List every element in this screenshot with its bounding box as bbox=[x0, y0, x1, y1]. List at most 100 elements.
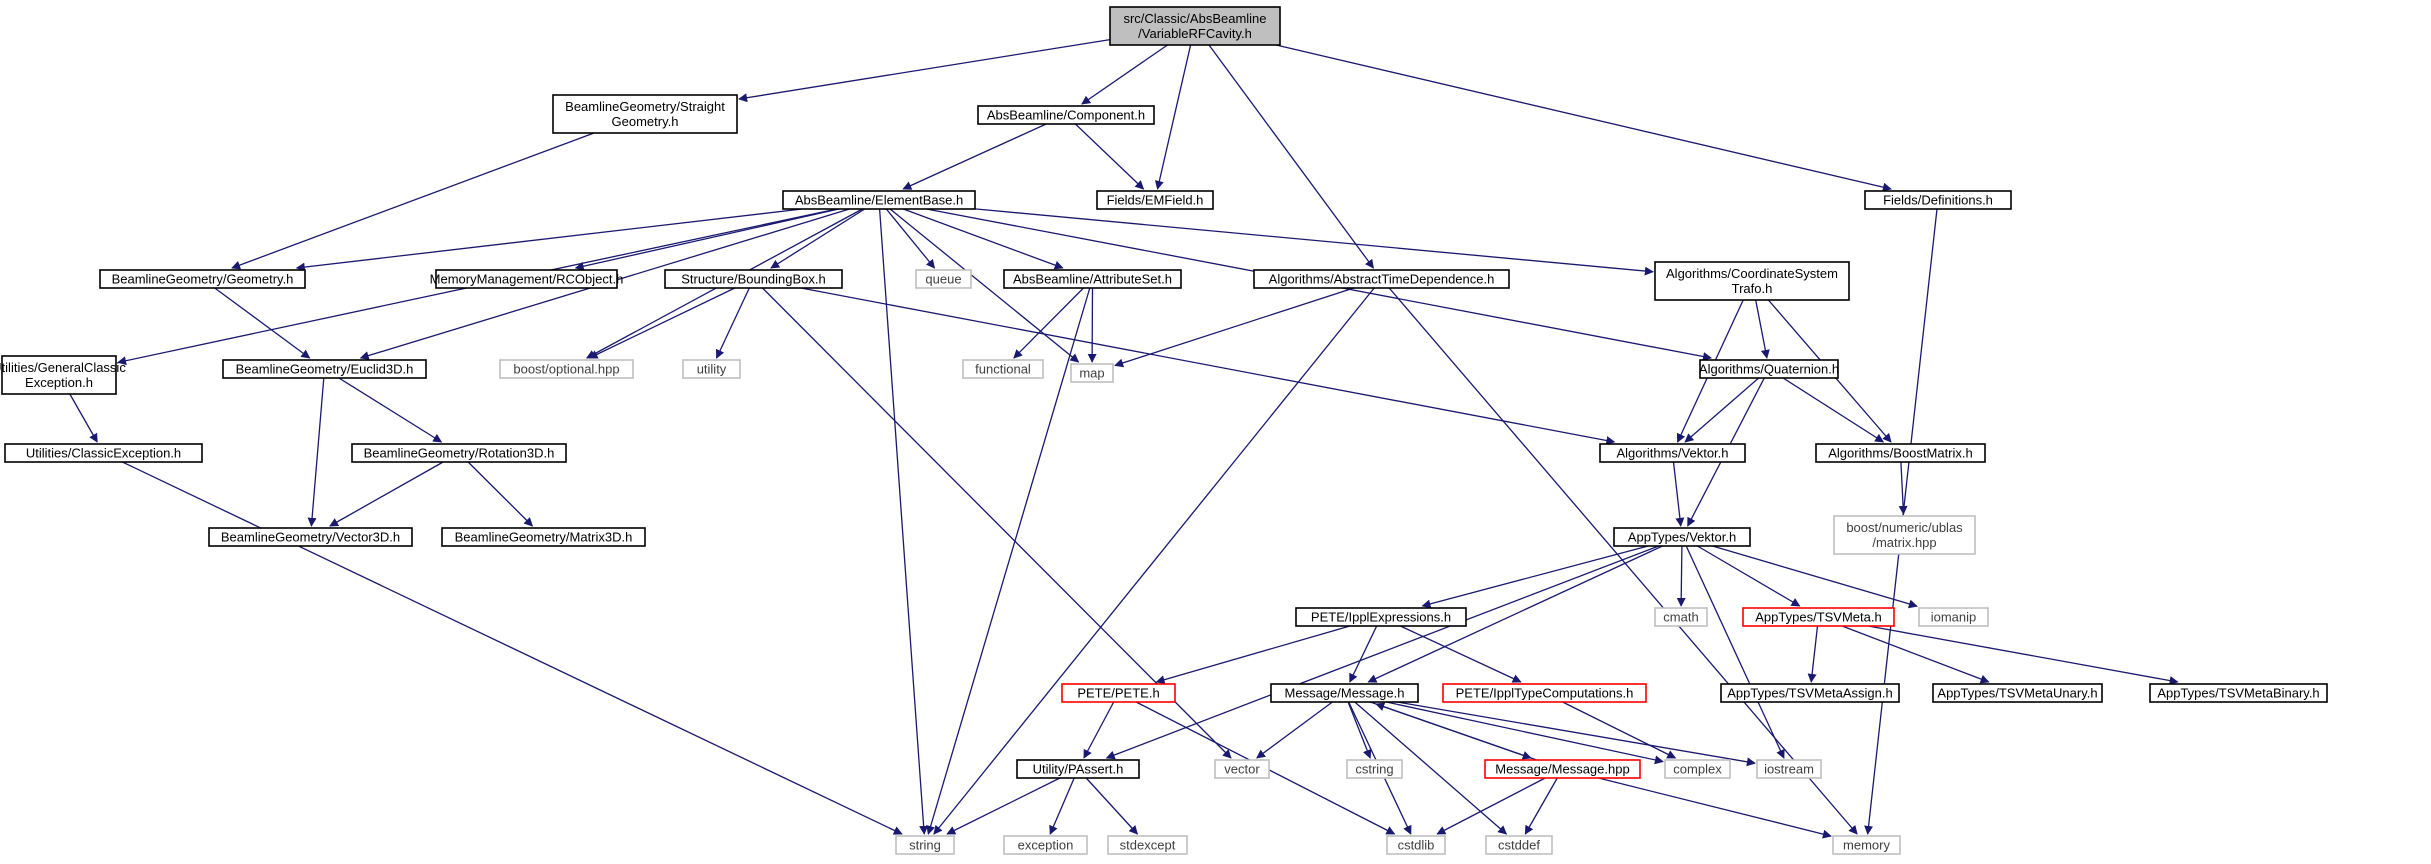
node-label-cstring: cstring bbox=[1355, 762, 1393, 777]
edge-root-to-definitions bbox=[1275, 44, 1892, 192]
node-box-passert bbox=[1016, 759, 1140, 779]
node-box-quaternion bbox=[1699, 359, 1839, 379]
node-box-cstddef bbox=[1485, 835, 1553, 855]
edge-appvektor-to-iostream bbox=[1685, 545, 1785, 759]
node-label-cstddef: cstddef bbox=[1498, 838, 1540, 853]
edge-root-to-straight bbox=[738, 38, 1111, 103]
node-complex: complex bbox=[1664, 759, 1731, 779]
node-rotation[interactable]: BeamlineGeometry/Rotation3D.h bbox=[351, 443, 567, 463]
node-label-algvektor: Algorithms/Vektor.h bbox=[1617, 446, 1729, 461]
node-box-utility bbox=[682, 359, 741, 379]
edge-straight-to-geometry bbox=[231, 132, 595, 270]
node-tsvbinary[interactable]: AppTypes/TSVMetaBinary.h bbox=[2149, 683, 2328, 703]
edge-geometry-to-euclid bbox=[214, 287, 311, 359]
node-utility: utility bbox=[682, 359, 741, 379]
edge-elementbase-to-queue bbox=[885, 208, 936, 269]
node-label-memory: memory bbox=[1843, 838, 1890, 853]
edge-appvektor-to-cmath bbox=[1676, 545, 1686, 607]
node-tsvassign[interactable]: AppTypes/TSVMetaAssign.h bbox=[1720, 683, 1900, 703]
node-label-genclassic: Exception.h bbox=[25, 375, 93, 390]
node-ublas: boost/numeric/ublas/matrix.hpp bbox=[1833, 515, 1976, 555]
edge-classicexc-to-string bbox=[122, 461, 903, 835]
node-box-ipplexpr bbox=[1295, 607, 1467, 627]
node-pete[interactable]: PETE/PETE.h bbox=[1061, 683, 1176, 703]
node-box-matrix3d bbox=[441, 527, 646, 547]
edge-tsvmeta-to-tsvassign bbox=[1807, 625, 1819, 683]
node-elementbase[interactable]: AbsBeamline/ElementBase.h bbox=[782, 190, 976, 210]
node-label-elementbase: AbsBeamline/ElementBase.h bbox=[795, 193, 963, 208]
node-boundingbox[interactable]: Structure/BoundingBox.h bbox=[664, 269, 843, 289]
edge-boundingbox-to-optional bbox=[588, 287, 736, 359]
edge-boundingbox-to-vector bbox=[762, 287, 1232, 759]
edge-appvektor-to-passert bbox=[1105, 545, 1659, 760]
node-message[interactable]: Message/Message.h bbox=[1270, 683, 1419, 703]
edge-passert-to-stdexcept bbox=[1085, 777, 1139, 835]
edge-elementbase-to-attributeset bbox=[903, 208, 1064, 270]
node-box-attributeset bbox=[1003, 269, 1182, 289]
node-label-coordtrafo: Trafo.h bbox=[1732, 281, 1773, 296]
node-attributeset[interactable]: AbsBeamline/AttributeSet.h bbox=[1003, 269, 1182, 289]
edge-abstime-to-string bbox=[933, 287, 1375, 835]
node-root[interactable]: src/Classic/AbsBeamline/VariableRFCavity… bbox=[1109, 6, 1281, 46]
node-box-tsvunary bbox=[1932, 683, 2103, 703]
edge-passert-to-string bbox=[946, 777, 1061, 835]
node-box-tsvassign bbox=[1720, 683, 1900, 703]
edge-algvektor-to-appvektor bbox=[1672, 461, 1685, 527]
node-matrix3d[interactable]: BeamlineGeometry/Matrix3D.h bbox=[441, 527, 646, 547]
node-label-matrix3d: BeamlineGeometry/Matrix3D.h bbox=[455, 530, 633, 545]
node-euclid[interactable]: BeamlineGeometry/Euclid3D.h bbox=[222, 359, 427, 379]
node-box-cstdlib bbox=[1386, 835, 1446, 855]
node-box-string bbox=[895, 835, 955, 855]
node-vector3d[interactable]: BeamlineGeometry/Vector3D.h bbox=[208, 527, 413, 547]
node-quaternion[interactable]: Algorithms/Quaternion.h bbox=[1699, 359, 1839, 379]
node-label-tsvunary: AppTypes/TSVMetaUnary.h bbox=[1937, 686, 2097, 701]
node-emfield[interactable]: Fields/EMField.h bbox=[1096, 190, 1214, 210]
node-messagehpp[interactable]: Message/Message.hpp bbox=[1484, 759, 1641, 779]
edge-component-to-elementbase bbox=[902, 123, 1047, 190]
node-component[interactable]: AbsBeamline/Component.h bbox=[977, 105, 1155, 125]
node-boostmatrix[interactable]: Algorithms/BoostMatrix.h bbox=[1815, 443, 1986, 463]
node-geometry[interactable]: BeamlineGeometry/Geometry.h bbox=[99, 269, 306, 289]
edge-elementbase-to-geometry bbox=[295, 208, 802, 272]
node-definitions[interactable]: Fields/Definitions.h bbox=[1864, 190, 2012, 210]
node-box-ippltype bbox=[1442, 683, 1647, 703]
node-appvektor[interactable]: AppTypes/Vektor.h bbox=[1613, 527, 1751, 547]
node-classicexc[interactable]: Utilities/ClassicException.h bbox=[4, 443, 203, 463]
edge-elementbase-to-map bbox=[889, 208, 1080, 363]
node-label-tsvmeta: AppTypes/TSVMeta.h bbox=[1755, 610, 1881, 625]
edge-attributeset-to-string bbox=[926, 287, 1091, 835]
node-tsvmeta[interactable]: AppTypes/TSVMeta.h bbox=[1742, 607, 1895, 627]
edge-messagehpp-to-memory bbox=[1598, 777, 1832, 839]
edge-pete-to-passert bbox=[1083, 701, 1115, 759]
edge-appvektor-to-message bbox=[1367, 545, 1663, 683]
node-label-appvektor: AppTypes/Vektor.h bbox=[1628, 530, 1736, 545]
node-label-message: Message/Message.h bbox=[1285, 686, 1405, 701]
node-tsvunary[interactable]: AppTypes/TSVMetaUnary.h bbox=[1932, 683, 2103, 703]
node-ippltype[interactable]: PETE/IpplTypeComputations.h bbox=[1442, 683, 1647, 703]
node-box-cstring bbox=[1346, 759, 1403, 779]
node-box-queue bbox=[915, 269, 972, 289]
node-algvektor[interactable]: Algorithms/Vektor.h bbox=[1599, 443, 1746, 463]
node-box-rcobject bbox=[435, 269, 618, 289]
node-label-utility: utility bbox=[697, 362, 727, 377]
edge-ipplexpr-to-message bbox=[1349, 625, 1378, 683]
node-label-geometry: BeamlineGeometry/Geometry.h bbox=[112, 272, 294, 287]
node-cstring: cstring bbox=[1346, 759, 1403, 779]
node-box-classicexc bbox=[4, 443, 203, 463]
node-passert[interactable]: Utility/PAssert.h bbox=[1016, 759, 1140, 779]
node-label-queue: queue bbox=[925, 272, 961, 287]
node-box-optional bbox=[499, 359, 634, 379]
node-rcobject[interactable]: MemoryManagement/RCObject.h bbox=[430, 269, 624, 289]
node-abstime[interactable]: Algorithms/AbstractTimeDependence.h bbox=[1253, 269, 1510, 289]
node-ipplexpr[interactable]: PETE/IpplExpressions.h bbox=[1295, 607, 1467, 627]
node-box-definitions bbox=[1864, 190, 2012, 210]
node-label-passert: Utility/PAssert.h bbox=[1033, 762, 1124, 777]
edge-root-to-component bbox=[1081, 44, 1168, 105]
node-box-straight bbox=[552, 94, 738, 134]
node-label-component: AbsBeamline/Component.h bbox=[987, 108, 1145, 123]
node-label-string: string bbox=[909, 838, 941, 853]
